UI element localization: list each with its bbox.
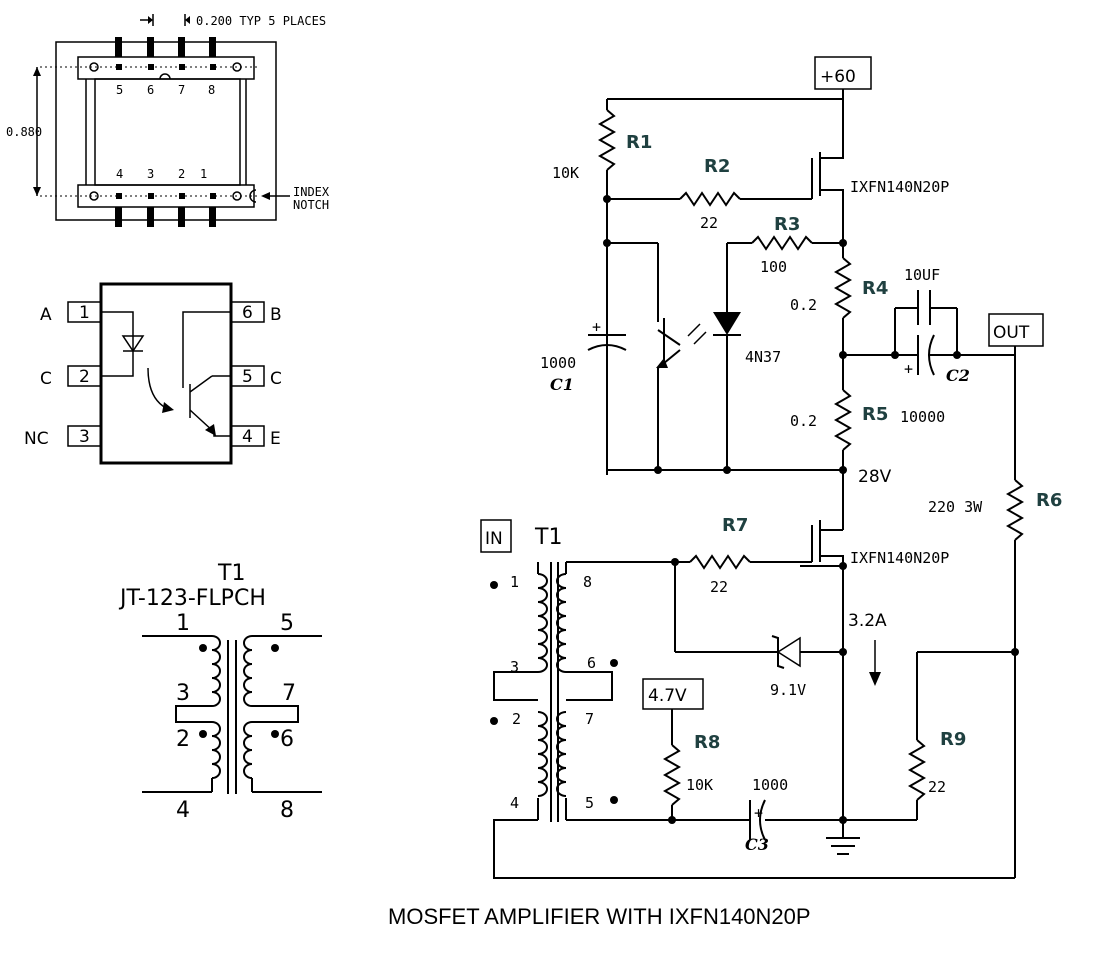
tsym-pin-8: 8 <box>280 798 294 823</box>
opto-label-nc: NC <box>24 429 49 449</box>
t1-pin-5: 5 <box>585 794 594 812</box>
r2-ref: R2 <box>704 156 730 177</box>
opto-label-a: A <box>40 305 52 325</box>
q-bottom-label: IXFN140N20P <box>850 549 949 567</box>
out-label: OUT <box>993 323 1030 343</box>
t1-pin-3: 3 <box>510 658 519 676</box>
r1-ref: R1 <box>626 132 652 153</box>
tsym-pin-2: 2 <box>176 727 190 752</box>
mid-voltage-label: 28V <box>858 467 892 487</box>
r4-ref: R4 <box>862 278 888 299</box>
opto-label-e: E <box>270 429 281 449</box>
t1-pin-7: 7 <box>585 710 594 728</box>
opto-pin-3: 3 <box>79 427 90 447</box>
tsym-pin-1: 1 <box>176 611 190 636</box>
pkg-pin-1: 1 <box>200 167 207 181</box>
ref-voltage-label: 4.7V <box>648 686 687 706</box>
transformer-title: T1 <box>217 561 245 586</box>
t1-ref: T1 <box>534 525 562 550</box>
c3-value: 1000 <box>752 776 788 794</box>
r3-value: 100 <box>760 258 787 276</box>
c1-ref: C1 <box>550 375 574 394</box>
opto-pin-1: 1 <box>79 303 90 323</box>
transformer-part: JT-123-FLPCH <box>118 586 266 611</box>
tsym-pin-3: 3 <box>176 681 190 706</box>
r3-ref: R3 <box>774 214 800 235</box>
notch-label: NOTCH <box>293 198 329 212</box>
schematic-wires <box>480 56 1044 879</box>
q-top-label: IXFN140N20P <box>850 178 949 196</box>
opto-pin-2: 2 <box>79 367 90 387</box>
pkg-pin-5: 5 <box>116 83 123 97</box>
opto-label-c-right: C <box>270 369 282 389</box>
c1-plus: + <box>592 318 601 336</box>
r1-value: 10K <box>552 164 579 182</box>
tsym-pin-7: 7 <box>282 681 296 706</box>
pkg-pin-7: 7 <box>178 83 185 97</box>
r5-extra: 10000 <box>900 408 945 426</box>
pkg-pin-6: 6 <box>147 83 154 97</box>
r8-value: 10K <box>686 776 713 794</box>
pkg-pin-2: 2 <box>178 167 185 181</box>
pkg-pin-8: 8 <box>208 83 215 97</box>
tsym-pin-4: 4 <box>176 798 190 823</box>
c2-ref: C2 <box>946 366 970 385</box>
opto-pin-4: 4 <box>242 427 253 447</box>
opto-pin-5: 5 <box>242 367 253 387</box>
pkg-pin-3: 3 <box>147 167 154 181</box>
opto-pin-6: 6 <box>242 303 253 323</box>
r2-value: 22 <box>700 214 718 232</box>
t1-pin-2: 2 <box>512 710 521 728</box>
r6-value: 220 3W <box>928 498 983 516</box>
pitch-label: 0.200 TYP 5 PLACES <box>196 14 326 28</box>
r7-ref: R7 <box>722 515 748 536</box>
r9-value: 22 <box>928 778 946 796</box>
package-outline <box>33 14 290 227</box>
diagram-title: MOSFET AMPLIFIER WITH IXFN140N20P <box>388 904 811 929</box>
opto-label-b: B <box>270 305 282 325</box>
t1-pin-4: 4 <box>510 794 519 812</box>
c2-value: 10UF <box>904 266 940 284</box>
t1-pin-1: 1 <box>510 573 519 591</box>
r8-ref: R8 <box>694 732 720 753</box>
height-label: 0.880 <box>6 125 42 139</box>
r4-value: 0.2 <box>790 296 817 314</box>
c1-value: 1000 <box>540 354 576 372</box>
c2-plus: + <box>904 360 913 378</box>
t1-pin-6: 6 <box>587 654 596 672</box>
current-label: 3.2A <box>848 611 887 631</box>
tsym-pin-6: 6 <box>280 727 294 752</box>
r9-ref: R9 <box>940 729 966 750</box>
in-label: IN <box>485 529 503 549</box>
t1-pin-8: 8 <box>583 573 592 591</box>
opto-part-label: 4N37 <box>745 348 781 366</box>
optocoupler-symbol <box>67 282 265 465</box>
pkg-pin-4: 4 <box>116 167 123 181</box>
r5-value: 0.2 <box>790 412 817 430</box>
c3-ref: C3 <box>745 835 769 854</box>
transformer-symbol <box>142 635 322 794</box>
supply-label: +60 <box>820 67 856 87</box>
r5-ref: R5 <box>862 404 888 425</box>
c3-plus: + <box>754 804 763 822</box>
index-label: INDEX <box>293 185 330 199</box>
r6-ref: R6 <box>1036 490 1062 511</box>
opto-label-c-left: C <box>40 369 52 389</box>
zener-label: 9.1V <box>770 681 806 699</box>
r7-value: 22 <box>710 578 728 596</box>
tsym-pin-5: 5 <box>280 611 294 636</box>
